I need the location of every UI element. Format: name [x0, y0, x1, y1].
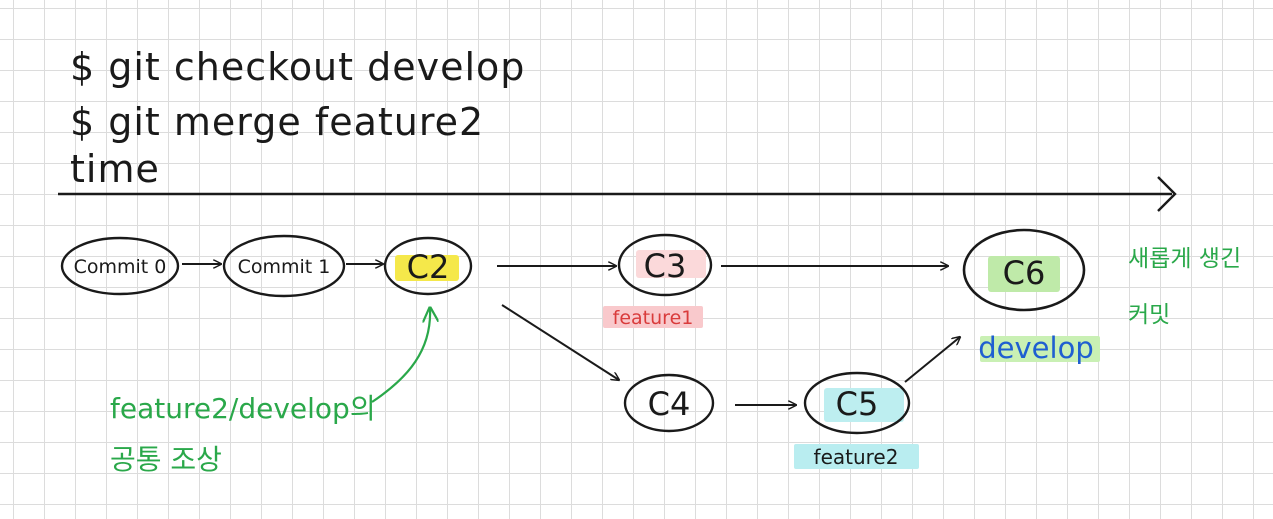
- time-axis-arrowhead: [1157, 176, 1177, 212]
- arrow-c2-to-c4: [501, 304, 619, 380]
- time-label: time: [70, 147, 160, 191]
- new-commit-label-line1: 새롭게 생긴: [1128, 246, 1241, 272]
- c3-highlight: [636, 250, 706, 278]
- c5-node: [803, 371, 911, 435]
- develop-branch-label: develop: [978, 331, 1093, 365]
- develop-highlight: [980, 336, 1100, 362]
- new-commit-label-line2: 커밋: [1128, 302, 1170, 328]
- feature1-highlight: [603, 306, 703, 328]
- common-ancestor-label-line2: 공통 조상: [110, 443, 222, 476]
- feature2-branch-label: feature2: [814, 445, 899, 469]
- commit-0-node: [60, 236, 180, 296]
- feature1-branch-label: feature1: [613, 307, 694, 329]
- c6-node: [962, 228, 1086, 312]
- c5-highlight: [824, 388, 904, 422]
- c5-label: C5: [836, 385, 879, 423]
- commit-0-label: Commit 0: [74, 256, 167, 278]
- arrow-c5-to-c6: [904, 337, 960, 383]
- c4-node: [623, 373, 715, 433]
- c2-highlight: [395, 255, 459, 281]
- c3-label: C3: [644, 247, 687, 285]
- c3-node: [617, 233, 713, 297]
- c2-label: C2: [407, 248, 450, 286]
- c6-highlight: [988, 256, 1060, 292]
- c6-label: C6: [1003, 254, 1046, 292]
- c2-node: [383, 236, 473, 296]
- c4-label: C4: [648, 385, 691, 423]
- git-checkout-command: $ git checkout develop: [70, 45, 525, 89]
- common-ancestor-arrow: [371, 308, 430, 403]
- git-merge-command: $ git merge feature2: [70, 100, 484, 144]
- common-ancestor-label-line1: feature2/develop의: [110, 392, 376, 425]
- commit-1-label: Commit 1: [238, 256, 331, 278]
- feature2-highlight: [794, 444, 919, 469]
- commit-1-node: [222, 234, 346, 298]
